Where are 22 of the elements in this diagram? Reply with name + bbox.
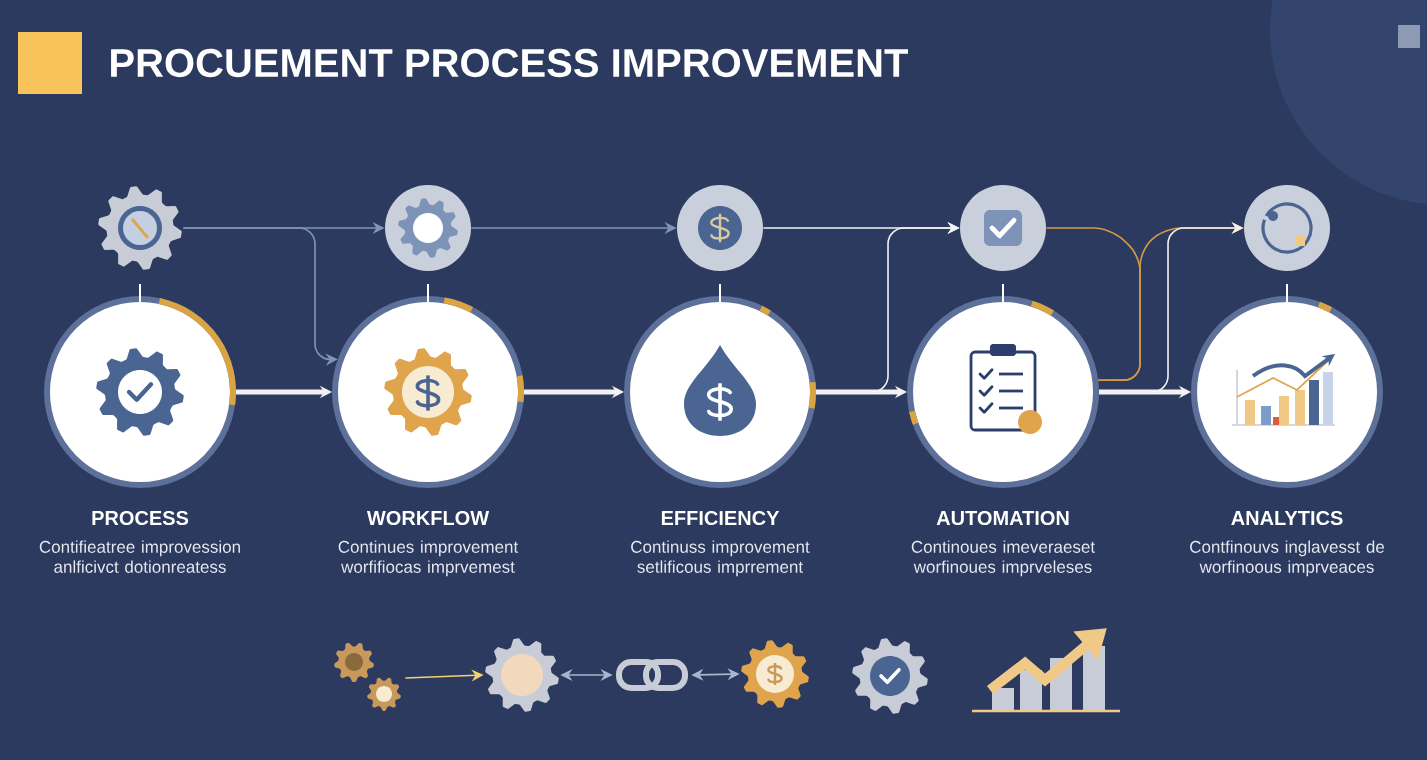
step-title: WORKFLOW: [366, 510, 490, 526]
title: PROCUEMENT PROCESS IMPROVEMENT: [111, 48, 908, 78]
dollar-gear-icon: [741, 640, 809, 708]
dollar-coin-icon: [677, 185, 763, 271]
step-title: AUTOMATION: [936, 510, 1069, 526]
dial-icon: [1244, 185, 1330, 271]
step-title: PROCESS: [92, 510, 189, 526]
checkbox-icon: [960, 185, 1046, 271]
gear-icon: [98, 186, 182, 270]
step-title: ANALYTICS: [1231, 510, 1343, 526]
chain-icon: [616, 659, 688, 691]
growth-chart-icon: [972, 628, 1120, 713]
check-gear-icon: [852, 638, 928, 714]
step-title: EFFICIENCY: [661, 510, 780, 526]
coin-gear-icon: [485, 638, 559, 712]
step-description: Contifieatree improvession anlficivct dotionreatess: [39, 540, 240, 573]
gear-icon: [385, 185, 471, 271]
step-description: Contfinouvs inglavesst de worfinoous imprveaces: [1190, 540, 1384, 577]
step-description: Continuss improvement setlificous imprrement: [631, 540, 810, 577]
step-description: Continues improvement worfifiocas imprvemest: [338, 540, 519, 577]
gears-icon: [334, 642, 401, 711]
step-description: Continoues imeveraeset worfinoues imprveleses: [911, 540, 1095, 577]
